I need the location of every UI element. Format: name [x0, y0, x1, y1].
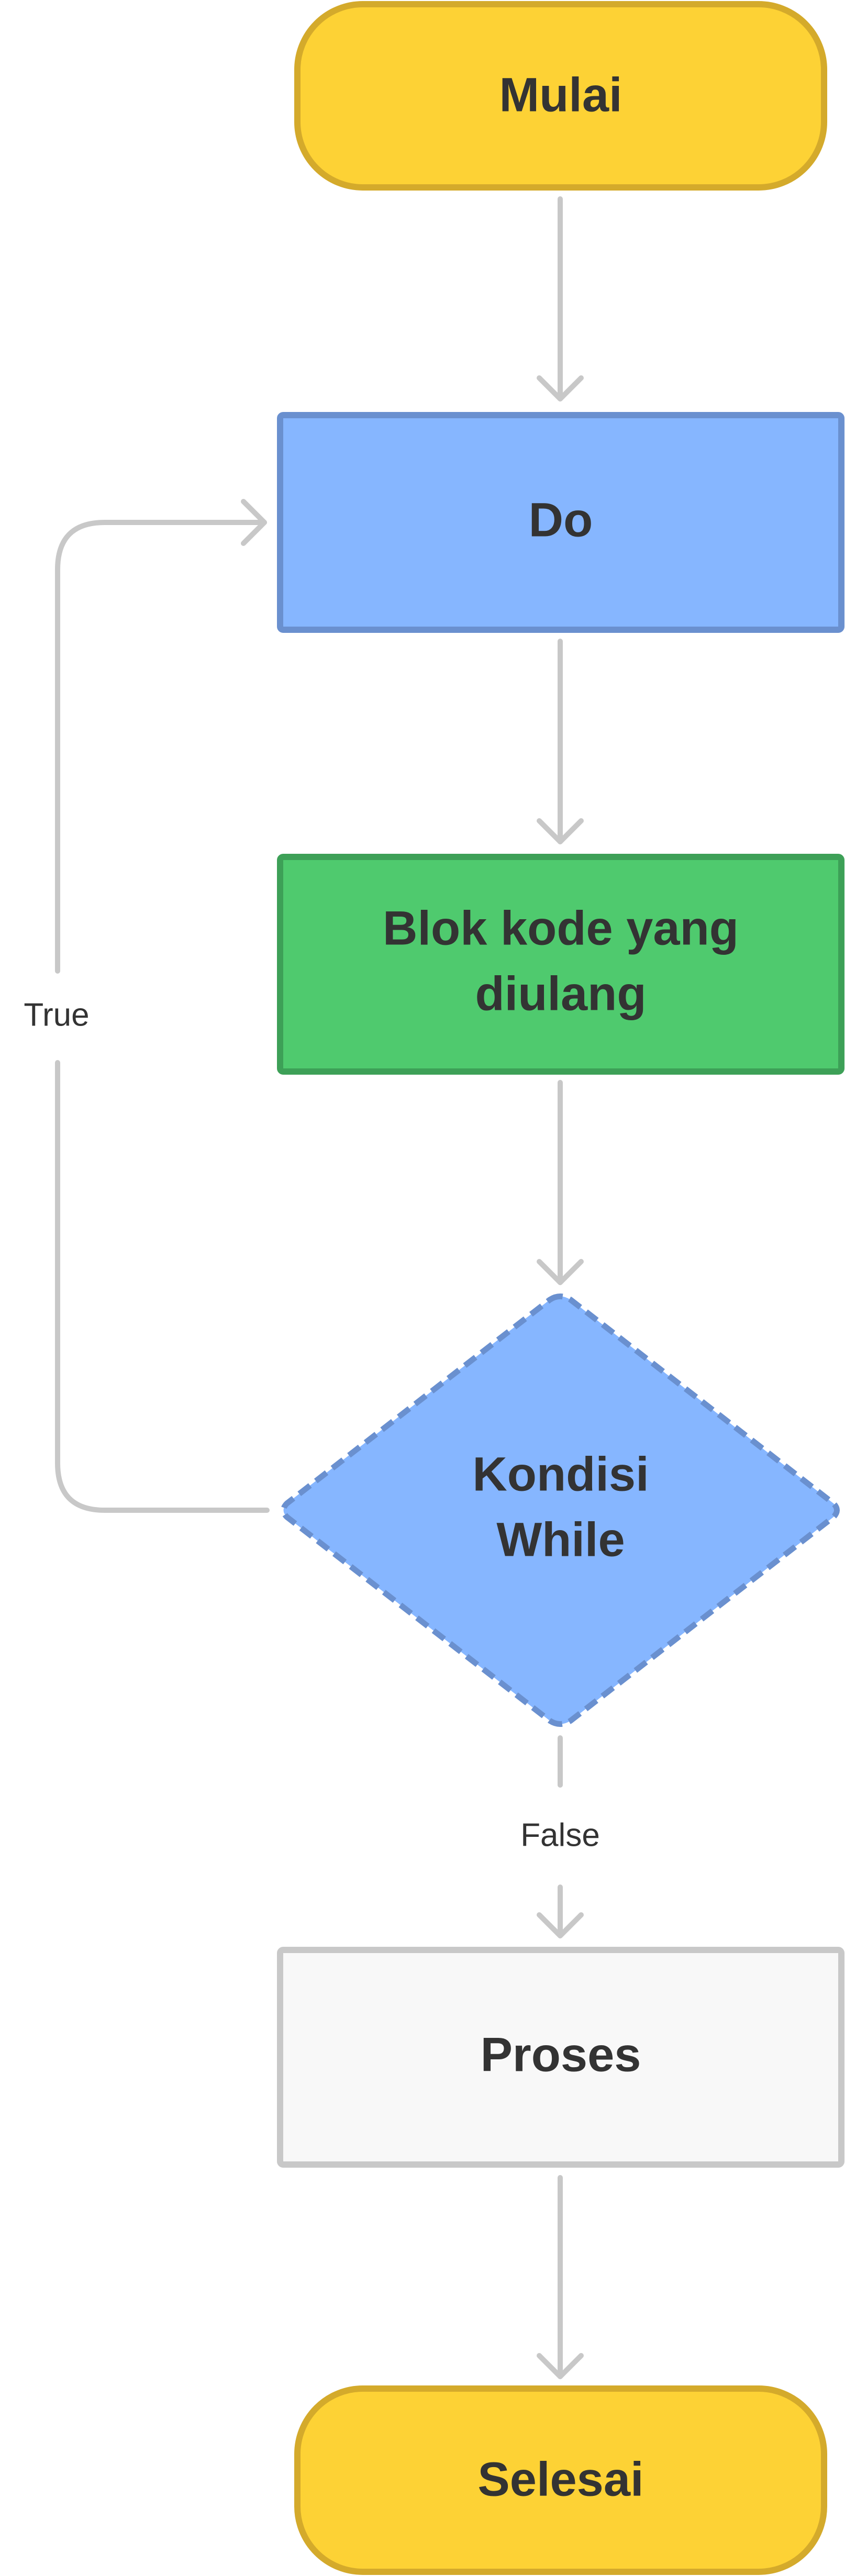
condition-label-line1: Kondisi [472, 1447, 649, 1501]
start-terminal-shape [294, 1, 827, 191]
node-loop-body: Blok kode yang diulang [277, 854, 844, 1075]
edge-do-to-body [537, 639, 584, 844]
edge-condition-true-loop [55, 499, 270, 1513]
do-label: Do [529, 493, 593, 547]
loop-body-label-line2: diulang [475, 967, 646, 1020]
node-condition: Kondisi While [281, 1293, 840, 1727]
loop-body-label-line1: Blok kode yang [383, 901, 739, 955]
edge-label-false: False [520, 1817, 600, 1853]
start-label: Mulai [499, 68, 622, 121]
node-do: Do [277, 412, 844, 633]
node-process: Proses [277, 1947, 844, 2168]
end-terminal-shape [294, 2385, 827, 2575]
end-label: Selesai [477, 2452, 643, 2506]
node-start: Mulai [294, 1, 827, 191]
edge-process-to-end [537, 2175, 584, 2379]
node-end: Selesai [294, 2385, 827, 2575]
edge-body-to-condition [537, 1080, 584, 1285]
condition-label-line2: While [496, 1513, 625, 1566]
edge-start-to-do [537, 196, 584, 402]
process-shape [277, 1947, 844, 2168]
condition-decision-shape [281, 1293, 840, 1727]
edge-label-true: True [24, 997, 89, 1033]
do-process-shape [277, 412, 844, 633]
process-label: Proses [481, 2028, 641, 2081]
edge-condition-false-exit [537, 1735, 584, 1938]
loop-body-process-shape [277, 854, 844, 1075]
